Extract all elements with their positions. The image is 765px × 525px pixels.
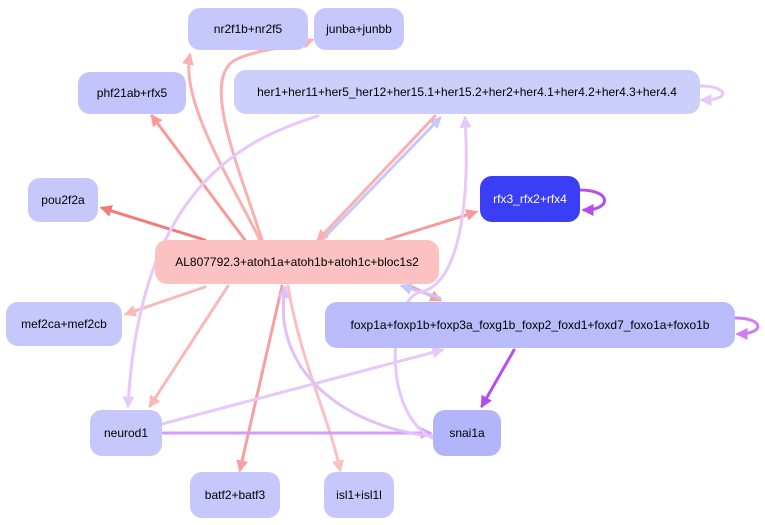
node-her1[interactable]: her1+her11+her5_her12+her15.1+her15.2+he… [234,70,700,114]
node-box [433,410,501,456]
edge-her1-to-neurod1 [122,114,320,409]
node-isl1[interactable]: isl1+isl1l [324,472,394,518]
node-box [90,410,162,456]
node-pou2f2a[interactable]: pou2f2a [28,178,98,222]
node-label: neurod1 [104,426,148,440]
node-label: mef2ca+mef2cb [21,317,107,331]
node-box [480,176,580,222]
node-box [324,472,394,518]
node-label: nr2f1b+nr2f5 [214,22,283,36]
node-box [314,8,404,50]
node-nr2f1b[interactable]: nr2f1b+nr2f5 [188,8,308,50]
edge-foxp1a-to-snai1a [480,348,516,409]
edge-al807792-to-neurod1 [148,284,230,409]
node-label: phf21ab+rfx5 [97,86,168,100]
edge-snai1a-to-al807792 [277,285,434,438]
node-junba[interactable]: junba+junbb [314,8,404,50]
edge-al807792-to-phf21ab [150,114,247,242]
node-box [188,8,308,50]
node-al807792[interactable]: AL807792.3+atoh1a+atoh1b+atoh1c+bloc1s2 [155,240,439,284]
edge-snai1a-to-her1 [393,115,472,440]
node-label: batf2+batf3 [205,488,266,502]
node-box [6,302,122,346]
node-box [78,72,186,114]
node-phf21ab[interactable]: phf21ab+rfx5 [78,72,186,114]
node-box [28,178,98,222]
edge-al807792-to-isl1 [286,284,344,473]
edge-her1-to-al807792 [316,114,437,242]
edge-al807792-to-batf2 [236,284,284,473]
node-rfx3[interactable]: rfx3_rfx2+rfx4 [480,176,580,222]
edge-al807792-to-her1 [320,116,442,242]
node-snai1a[interactable]: snai1a [433,410,501,456]
node-label: junba+junbb [325,22,392,36]
edge-her1-to-her1 [698,84,725,106]
node-label: foxp1a+foxp1b+foxp3a_foxg1b_foxp2_foxd1+… [351,318,710,332]
node-batf2[interactable]: batf2+batf3 [190,472,280,518]
node-label: snai1a [449,426,485,440]
node-label: AL807792.3+atoh1a+atoh1b+atoh1c+bloc1s2 [175,255,419,269]
node-mef2ca[interactable]: mef2ca+mef2cb [6,302,122,346]
node-box [155,240,439,284]
edge-rfx3-to-rfx3 [578,188,606,216]
node-neurod1[interactable]: neurod1 [90,410,162,456]
edge-foxp1a-to-foxp1a [733,316,760,340]
edge-al807792-to-nr2f1b [182,52,262,242]
node-label: pou2f2a [41,193,85,207]
nodes-layer: nr2f1b+nr2f5 junba+junbb phf21ab+rfx5 her1+… [6,8,735,518]
edge-al807792-to-pou2f2a [99,205,207,242]
node-label: her1+her11+her5_her12+her15.1+her15.2+he… [257,85,677,99]
node-foxp1a[interactable]: foxp1a+foxp1b+foxp3a_foxg1b_foxp2_foxd1+… [325,302,735,348]
node-box [325,302,735,348]
node-box [234,70,700,114]
node-label: rfx3_rfx2+rfx4 [493,192,567,206]
edge-al807792-to-mef2ca [123,285,207,317]
edges-layer [99,37,760,473]
node-box [190,472,280,518]
node-label: isl1+isl1l [336,488,382,502]
